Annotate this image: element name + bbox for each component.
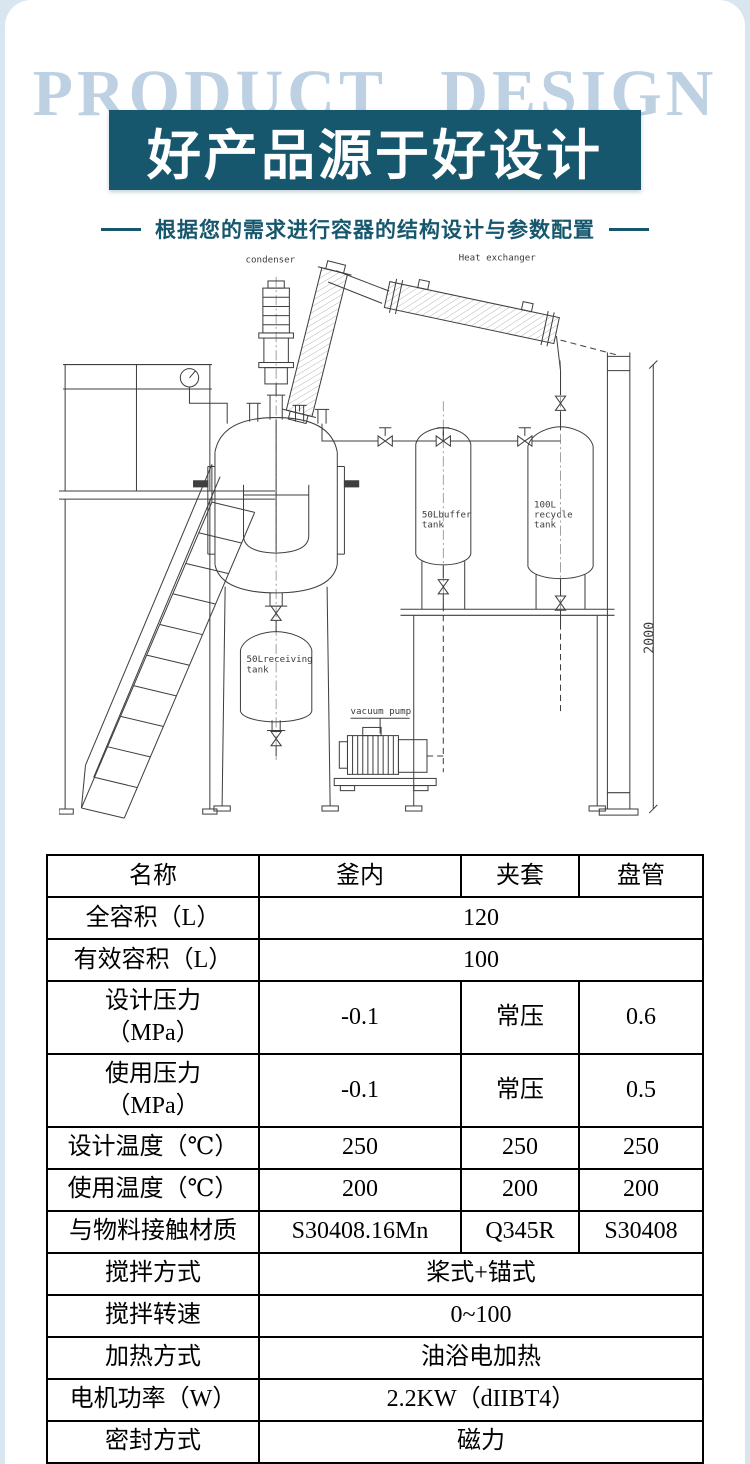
- technical-drawing-area: condenser Heat exchanger 50Lbuffer tank …: [55, 250, 695, 842]
- page-title: 好产品源于好设计: [147, 125, 603, 186]
- receiving-tank-label: 50Lreceiving: [247, 654, 313, 665]
- spec-header-row: 名称 釜内 夹套 盘管: [46, 854, 704, 898]
- cell-kettle: 200: [258, 1167, 462, 1212]
- main-reactor: [179, 280, 360, 812]
- row-label: 有效容积（L）: [46, 938, 260, 982]
- cell-coil: 250: [578, 1125, 704, 1170]
- row-label: 密封方式: [46, 1419, 260, 1464]
- row-label: 搅拌方式: [46, 1251, 260, 1296]
- spec-row-material: 与物料接触材质 S30408.16Mn Q345R S30408: [46, 1209, 704, 1254]
- hero-section: PRODUCT DESIGN 好产品源于好设计 根据您的需求进行容器的结构设计与…: [5, 0, 745, 248]
- overhead-piping: [321, 370, 567, 447]
- recycle-tank-label: 100L: [534, 499, 557, 510]
- recycle-tank-label-3: tank: [534, 520, 557, 531]
- heat-exchanger-label: Heat exchanger: [459, 253, 537, 264]
- support-frame: [598, 352, 639, 816]
- row-label: 使用压力 （MPa）: [46, 1052, 260, 1128]
- spec-row-motor-power: 电机功率（W） 2.2KW（dIIBT4）: [46, 1377, 704, 1422]
- row-value: 100: [258, 938, 704, 982]
- title-banner: 好产品源于好设计: [109, 110, 641, 190]
- col-header-kettle: 釜内: [258, 854, 462, 898]
- receiving-tank: [239, 631, 313, 756]
- row-value: 油浴电加热: [258, 1335, 704, 1380]
- cell-kettle: -0.1: [258, 980, 462, 1055]
- cell-jacket: 250: [460, 1125, 580, 1170]
- receiving-tank-label-2: tank: [247, 664, 270, 675]
- spec-row-design-pressure: 设计压力 （MPa） -0.1 常压 0.6: [46, 980, 704, 1055]
- subtitle-divider-left: [101, 227, 141, 231]
- cell-jacket: 200: [460, 1167, 580, 1212]
- subtitle-divider-right: [609, 227, 649, 231]
- spec-row-design-temp: 设计温度（℃） 250 250 250: [46, 1125, 704, 1170]
- cell-coil: S30408: [578, 1209, 704, 1254]
- row-label: 搅拌转速: [46, 1293, 260, 1338]
- col-header-name: 名称: [46, 854, 260, 898]
- spec-row-stir-speed: 搅拌转速 0~100: [46, 1293, 704, 1338]
- cell-coil: 0.5: [578, 1052, 704, 1128]
- dimension-label: 2000: [642, 622, 657, 654]
- col-header-jacket: 夹套: [460, 854, 580, 898]
- cell-kettle: -0.1: [258, 1052, 462, 1128]
- subtitle-row: 根据您的需求进行容器的结构设计与参数配置: [5, 214, 745, 244]
- condenser: [282, 260, 390, 425]
- cell-jacket: 常压: [460, 1052, 580, 1128]
- row-value: 2.2KW（dIIBT4）: [258, 1377, 704, 1422]
- dimension-2000: [648, 360, 658, 814]
- row-label: 设计温度（℃）: [46, 1125, 260, 1170]
- buffer-tank-label: 50Lbuffer: [422, 509, 472, 520]
- row-label: 电机功率（W）: [46, 1377, 260, 1422]
- cell-jacket: Q345R: [460, 1209, 580, 1254]
- page-card: PRODUCT DESIGN 好产品源于好设计 根据您的需求进行容器的结构设计与…: [5, 0, 745, 1464]
- row-label: 设计压力 （MPa）: [46, 980, 260, 1055]
- cell-coil: 200: [578, 1167, 704, 1212]
- condenser-label: condenser: [246, 255, 296, 266]
- row-label: 全容积（L）: [46, 896, 260, 940]
- row-value: 120: [258, 896, 704, 940]
- row-label: 使用温度（℃）: [46, 1167, 260, 1212]
- cell-jacket: 常压: [460, 980, 580, 1055]
- spec-row-total-volume: 全容积（L） 120: [46, 896, 704, 940]
- row-label: 与物料接触材质: [46, 1209, 260, 1254]
- cell-kettle: 250: [258, 1125, 462, 1170]
- row-label: 加热方式: [46, 1335, 260, 1380]
- spec-row-heating: 加热方式 油浴电加热: [46, 1335, 704, 1380]
- platform-scaffold: [59, 364, 276, 819]
- spec-row-effective-volume: 有效容积（L） 100: [46, 938, 704, 982]
- row-value: 桨式+锚式: [258, 1251, 704, 1296]
- vacuum-pump: [333, 717, 437, 792]
- heat-exchanger: [383, 278, 619, 371]
- spec-row-stir-type: 搅拌方式 桨式+锚式: [46, 1251, 704, 1296]
- subtitle-text: 根据您的需求进行容器的结构设计与参数配置: [155, 219, 595, 242]
- recycle-tank: [527, 426, 594, 715]
- tank-stand: [400, 608, 615, 812]
- reactor-system-drawing: condenser Heat exchanger 50Lbuffer tank …: [59, 253, 658, 819]
- spec-row-seal: 密封方式 磁力: [46, 1419, 704, 1464]
- buffer-tank-label-2: tank: [422, 520, 445, 531]
- recycle-tank-label-2: recycle: [534, 509, 573, 520]
- row-value: 磁力: [258, 1419, 704, 1464]
- row-value: 0~100: [258, 1293, 704, 1338]
- cell-coil: 0.6: [578, 980, 704, 1055]
- spec-row-working-pressure: 使用压力 （MPa） -0.1 常压 0.5: [46, 1052, 704, 1128]
- spec-table: 名称 釜内 夹套 盘管 全容积（L） 120 有效容积（L） 100 设计压力 …: [46, 854, 704, 1464]
- col-header-coil: 盘管: [578, 854, 704, 898]
- cell-kettle: S30408.16Mn: [258, 1209, 462, 1254]
- spec-row-working-temp: 使用温度（℃） 200 200 200: [46, 1167, 704, 1212]
- vacuum-pump-label: vacuum pump: [351, 706, 412, 717]
- buffer-tank: [415, 427, 472, 773]
